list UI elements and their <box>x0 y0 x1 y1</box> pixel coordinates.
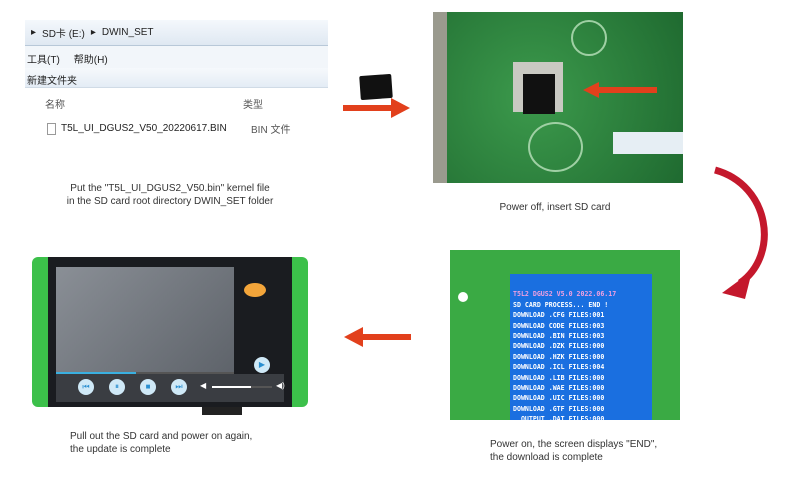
weather-icon <box>244 283 266 297</box>
file-type: BIN 文件 <box>251 125 291 136</box>
step1-caption: Put the "T5L_UI_DGUS2_V50.bin" kernel fi… <box>66 183 274 207</box>
previous-icon: ⏮ <box>78 379 94 395</box>
menu-tools: 工具(T) <box>27 55 60 66</box>
menu-help: 帮助(H) <box>73 55 108 66</box>
video-area <box>56 267 234 373</box>
insert-arrow-icon <box>583 82 657 98</box>
file-icon <box>47 122 56 135</box>
play-icon: ▶ <box>254 357 270 373</box>
arrow-right-icon <box>343 98 410 118</box>
stop-icon: ■ <box>140 379 156 395</box>
volume-low-icon: ◀ <box>200 381 207 390</box>
step4-caption: Pull out the SD card and power on again,… <box>70 431 253 455</box>
volume-slider <box>212 386 251 388</box>
address-bar: ▸SD卡 (E:) ▸DWIN_SET <box>25 20 328 46</box>
pause-icon: ⏸ <box>109 379 125 395</box>
volume-high-icon: ◀) <box>276 381 285 390</box>
path-sd-card: SD卡 (E:) <box>42 29 85 40</box>
step3-caption: Power on, the screen displays "END",the … <box>490 439 658 463</box>
next-icon: ⏭ <box>171 379 187 395</box>
column-type: 类型 <box>243 100 263 111</box>
menu-bar: 工具(T) 帮助(H) <box>25 46 328 68</box>
video-progress-bar <box>56 372 137 374</box>
file-name: T5L_UI_DGUS2_V50_20220617.BIN <box>61 123 227 134</box>
curved-arrow-icon <box>713 166 768 299</box>
arrow-left-icon <box>344 327 411 347</box>
display-device-photo: ▶ ⏮ ⏸ ■ ⏭ ◀ ◀) <box>32 257 308 415</box>
step2-caption: Power off, insert SD card <box>499 202 611 213</box>
new-folder-button: 新建文件夹 <box>27 76 77 87</box>
file-explorer-screenshot: ▸SD卡 (E:) ▸DWIN_SET 工具(T) 帮助(H) 新建文件夹 名称… <box>25 20 328 150</box>
pcb-photo <box>433 12 683 183</box>
path-dwin-set: DWIN_SET <box>101 27 154 38</box>
column-name: 名称 <box>45 100 65 111</box>
file-row: T5L_UI_DGUS2_V50_20220617.BIN BIN 文件 <box>25 111 328 136</box>
